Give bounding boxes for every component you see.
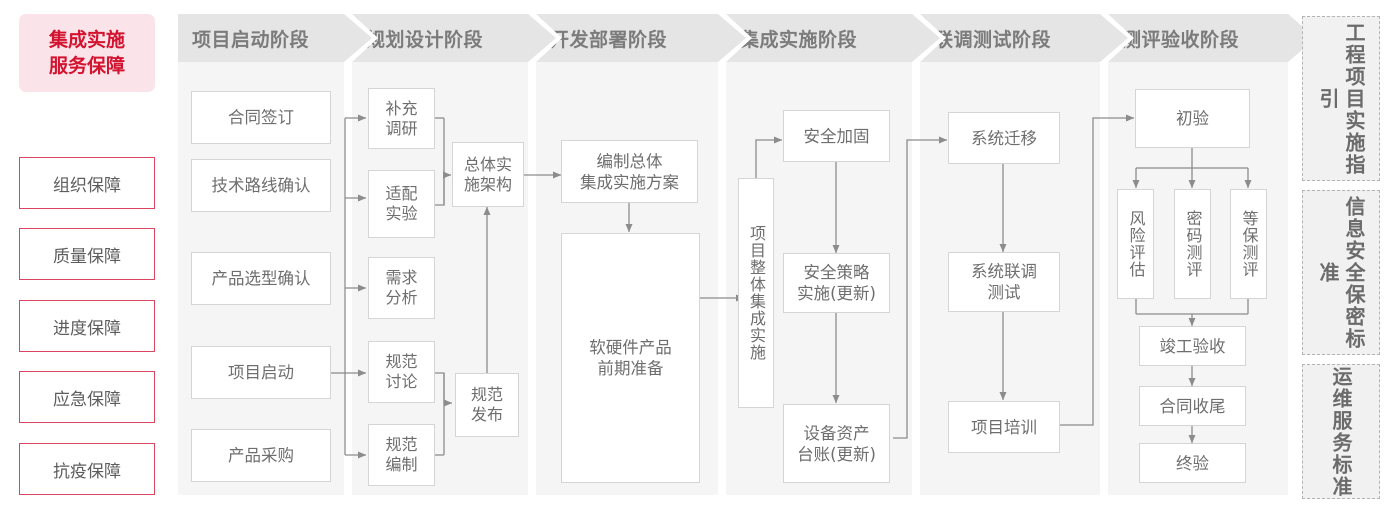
node-contract-closure[interactable]: 合同收尾	[1139, 386, 1246, 426]
left-panel-title-line-1: 集成实施	[48, 29, 125, 51]
node-spec-drafting[interactable]: 规范 编制	[368, 424, 435, 486]
node-label-line-1: 规范	[385, 352, 418, 371]
node-product-selection-confirm[interactable]: 产品选型确认	[191, 252, 331, 305]
node-label: 初验	[1176, 109, 1209, 128]
node-label: 项目启动	[228, 363, 294, 382]
left-panel-item-label: 质量保障	[53, 246, 121, 267]
left-panel-title-line-2: 服务保障	[48, 55, 125, 77]
node-spec-discussion[interactable]: 规范 讨论	[368, 341, 435, 403]
node-spec-release[interactable]: 规范 发布	[455, 373, 519, 437]
phase-header-2: 规划设计阶段	[352, 14, 556, 62]
phase-header-label: 项目启动阶段	[192, 28, 310, 51]
phase-header-3: 开发部署阶段	[536, 14, 746, 62]
node-label: 技术路线确认	[211, 176, 311, 195]
node-label-line-2: 编制	[385, 455, 418, 474]
node-label: 合同签订	[228, 108, 294, 127]
left-panel-item-label: 抗疫保障	[53, 461, 121, 482]
node-draft-overall-integration-plan[interactable]: 编制总体 集成实施方案	[561, 140, 698, 203]
node-system-joint-debug-test[interactable]: 系统联调 测试	[948, 252, 1060, 312]
left-panel-item-schedule[interactable]: 进度保障	[19, 300, 155, 352]
node-label-line-2: 台账(更新)	[797, 444, 876, 464]
node-label-line-1: 安全策略	[803, 263, 870, 282]
node-requirement-analysis[interactable]: 需求 分析	[368, 257, 435, 319]
phase-header-label: 联调测试阶段	[934, 28, 1052, 51]
node-tech-route-confirm[interactable]: 技术路线确认	[191, 159, 331, 212]
node-system-migration[interactable]: 系统迁移	[948, 112, 1060, 164]
node-cryptography-evaluation[interactable]: 密码测评	[1174, 189, 1211, 299]
node-overall-implementation-architecture[interactable]: 总体实 施架构	[452, 142, 524, 207]
node-label: 终验	[1176, 453, 1209, 473]
node-adaptation-test[interactable]: 适配 实验	[368, 170, 435, 238]
node-classified-protection-evaluation[interactable]: 等保测评	[1230, 189, 1267, 299]
left-panel-item-label: 应急保障	[53, 389, 121, 410]
node-label: 风险评估	[1126, 210, 1146, 278]
node-label-line-1: 编制总体	[596, 151, 663, 171]
node-label-line-1: 系统联调	[971, 262, 1037, 281]
node-label-line-2: 讨论	[385, 372, 418, 391]
node-final-acceptance[interactable]: 终验	[1139, 443, 1246, 483]
side-panel-security-standard[interactable]: 信息安全保密标准	[1302, 190, 1380, 355]
node-label-line-1: 需求	[385, 268, 418, 287]
node-label: 产品采购	[228, 446, 294, 465]
node-label: 等保测评	[1239, 210, 1259, 278]
node-project-training[interactable]: 项目培训	[948, 401, 1060, 453]
node-hw-sw-product-preparation[interactable]: 软硬件产品 前期准备	[561, 233, 700, 483]
phase-header-label: 测评验收阶段	[1122, 28, 1240, 51]
side-panel-engineering-guideline[interactable]: 工程项目实施指引	[1302, 16, 1380, 181]
node-label-line-2: 分析	[385, 288, 418, 307]
node-security-hardening[interactable]: 安全加固	[783, 110, 890, 162]
node-label-line-1: 设备资产	[803, 423, 870, 443]
node-label-line-1: 软硬件产品	[589, 338, 672, 357]
left-panel-item-organization[interactable]: 组织保障	[19, 157, 155, 209]
node-label: 合同收尾	[1159, 396, 1226, 416]
node-label-line-2: 发布	[470, 405, 503, 424]
phase-header-label: 开发部署阶段	[550, 28, 668, 51]
node-project-kickoff[interactable]: 项目启动	[191, 346, 331, 399]
node-label-line-1: 规范	[470, 385, 503, 404]
node-label: 密码测评	[1183, 210, 1203, 278]
side-panel-ops-service-standard[interactable]: 运维服务标准	[1302, 364, 1380, 499]
left-panel-item-emergency[interactable]: 应急保障	[19, 371, 155, 423]
node-label: 项目培训	[971, 417, 1037, 437]
node-preliminary-acceptance[interactable]: 初验	[1135, 89, 1250, 148]
phase-header-label: 规划设计阶段	[366, 28, 484, 51]
node-security-policy-implementation[interactable]: 安全策略 实施(更新)	[783, 253, 890, 313]
phase-header-6: 测评验收阶段	[1108, 14, 1316, 62]
side-panel-label: 工程项目实施指引	[1316, 21, 1366, 176]
side-panel-label: 信息安全保密标准	[1316, 195, 1366, 350]
node-completion-acceptance[interactable]: 竣工验收	[1139, 326, 1246, 366]
node-label: 安全加固	[803, 126, 870, 146]
node-label: 项目整体集成实施	[747, 225, 766, 361]
node-label-line-1: 规范	[385, 435, 418, 454]
node-label: 竣工验收	[1159, 336, 1226, 356]
left-panel-item-label: 组织保障	[53, 175, 121, 196]
node-label: 系统迁移	[971, 128, 1037, 148]
node-overall-project-integration[interactable]: 项目整体集成实施	[738, 178, 774, 408]
left-panel-item-epidemic[interactable]: 抗疫保障	[19, 443, 155, 495]
left-panel-item-label: 进度保障	[53, 318, 121, 339]
node-label-line-1: 总体实	[463, 154, 512, 174]
node-label-line-2: 施架构	[463, 174, 512, 194]
node-equipment-asset-ledger[interactable]: 设备资产 台账(更新)	[783, 404, 890, 483]
left-panel-item-quality[interactable]: 质量保障	[19, 228, 155, 280]
node-label-line-2: 前期准备	[597, 359, 664, 378]
node-label-line-1: 适配	[385, 184, 418, 203]
node-product-procurement[interactable]: 产品采购	[191, 429, 331, 482]
phase-header-1: 项目启动阶段	[178, 14, 372, 62]
node-label-line-1: 补充	[385, 98, 418, 118]
left-panel-title: 集成实施 服务保障	[19, 14, 155, 92]
side-panel-label: 运维服务标准	[1329, 365, 1353, 498]
node-risk-assessment[interactable]: 风险评估	[1117, 189, 1154, 299]
phase-header-5: 联调测试阶段	[920, 14, 1128, 62]
node-label-line-2: 实施(更新)	[797, 284, 876, 303]
phase-header-label: 集成实施阶段	[740, 28, 858, 51]
node-contract-signing[interactable]: 合同签订	[191, 91, 331, 144]
node-label-line-2: 测试	[987, 283, 1021, 302]
node-supplementary-research[interactable]: 补充 调研	[368, 88, 435, 149]
node-label-line-2: 调研	[385, 118, 418, 138]
node-label: 产品选型确认	[211, 269, 311, 288]
phase-header-4: 集成实施阶段	[726, 14, 940, 62]
node-label-line-2: 实验	[385, 204, 418, 223]
node-label-line-2: 集成实施方案	[580, 172, 679, 192]
